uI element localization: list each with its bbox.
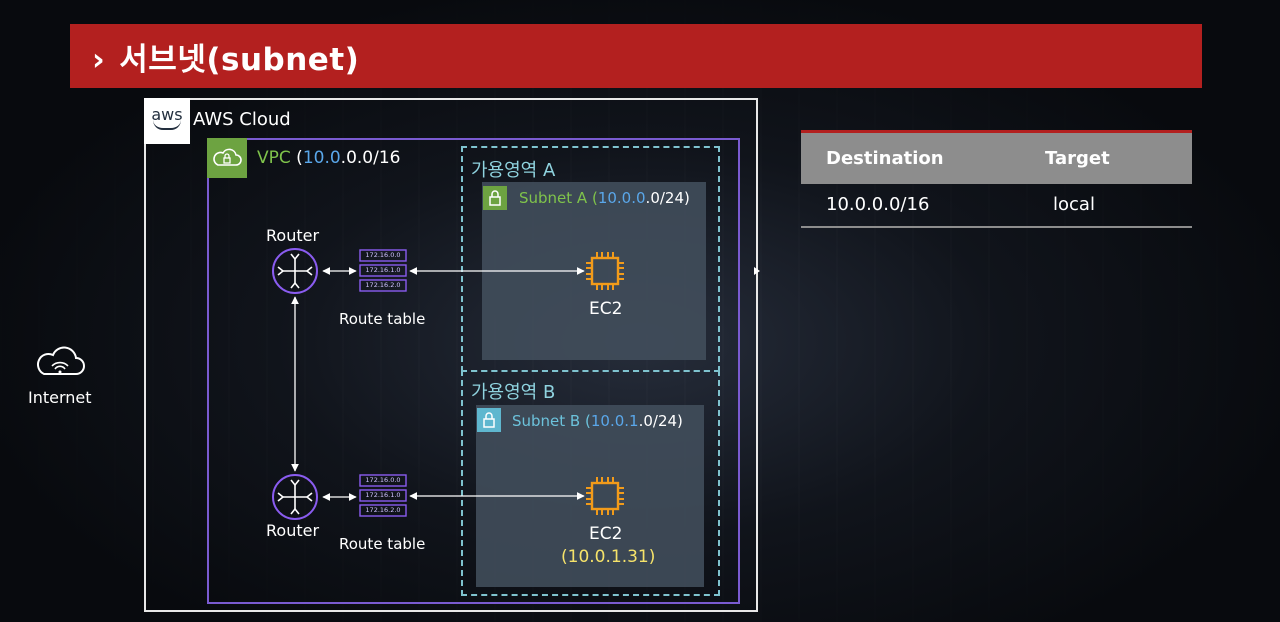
table-row: 10.0.0.0/16 local [801,184,1192,228]
subnet-a-cidr-network: 10.0.0 [597,189,646,207]
internet-cloud-icon [37,346,85,375]
aws-logo-text: aws [151,105,183,124]
routing-table-cell-destination: 10.0.0.0/16 [826,194,930,215]
route-table-bottom-rows: 172.16.0.0 172.16.1.0 172.16.2.0 [360,475,406,520]
subnet-a-lock-icon [483,186,507,210]
route-table-bottom-row: 172.16.2.0 [365,506,401,514]
router-bottom-icon [272,474,318,520]
subnet-b-cidr-host: .0/24) [638,412,683,430]
route-table-top-label: Route table [339,310,426,328]
subnet-b-label: Subnet B (10.0.1.0/24) [512,412,683,430]
ec2-a-chip-icon [584,250,626,292]
routing-table-header-target: Target [1045,148,1110,169]
title-banner: › 서브넷(subnet) [70,24,1202,88]
route-table-top-row: 172.16.2.0 [365,281,401,289]
aws-logo-icon: aws [144,98,190,144]
availability-zone-a-label: 가용영역 A [471,160,556,181]
availability-zone-b [461,370,720,596]
ec2-b-chip-icon [584,475,626,517]
chevron-right-icon: › [92,42,106,78]
subnet-a-label: Subnet A (10.0.0.0/24) [519,189,690,207]
routing-table-header: Destination Target [801,130,1192,184]
ec2-b-label: EC2 [589,524,623,544]
ec2-b-ip: (10.0.1.31) [561,547,656,567]
subnet-a-cidr-host: .0/24) [645,189,690,207]
route-table-top-row: 172.16.1.0 [365,266,401,274]
page-title-text: 서브넷(subnet) [119,42,360,78]
route-table-top-rows: 172.16.0.0 172.16.1.0 172.16.2.0 [360,250,406,295]
vpc-cloud-lock-icon [207,138,247,178]
vpc-label-text: VPC [257,148,291,168]
router-bottom-label: Router [266,521,320,540]
ec2-a-label: EC2 [589,299,623,319]
route-table-bottom-row: 172.16.0.0 [365,476,401,484]
vpc-edge-arrow-icon [754,267,760,275]
routing-table-header-destination: Destination [826,148,944,169]
aws-cloud-label: AWS Cloud [193,109,291,130]
vpc-cidr-host: .0.0/16 [340,148,401,168]
subnet-b-label-text: Subnet B ( [512,412,591,430]
vpc-boundary [207,138,740,604]
router-top-label: Router [266,226,320,245]
route-table-bottom-row: 172.16.1.0 [365,491,401,499]
page-title: › 서브넷(subnet) [92,34,359,79]
availability-zone-b-label: 가용영역 B [471,382,556,403]
vpc-cidr-network: 10.0 [302,148,341,168]
route-table-bottom-label: Route table [339,535,426,553]
vpc-label: VPC (10.0.0.0/16 [257,148,401,168]
subnet-b-cidr-network: 10.0.1 [590,412,639,430]
subnet-b-lock-icon [477,408,501,432]
aws-cloud-boundary [144,98,758,612]
routing-table-cell-target: local [1053,194,1095,215]
routing-table: Destination Target 10.0.0.0/16 local [801,130,1192,228]
internet-label: Internet [28,388,92,407]
router-top-icon [272,248,318,294]
subnet-a-label-text: Subnet A ( [519,189,598,207]
route-table-top-row: 172.16.0.0 [365,251,401,259]
